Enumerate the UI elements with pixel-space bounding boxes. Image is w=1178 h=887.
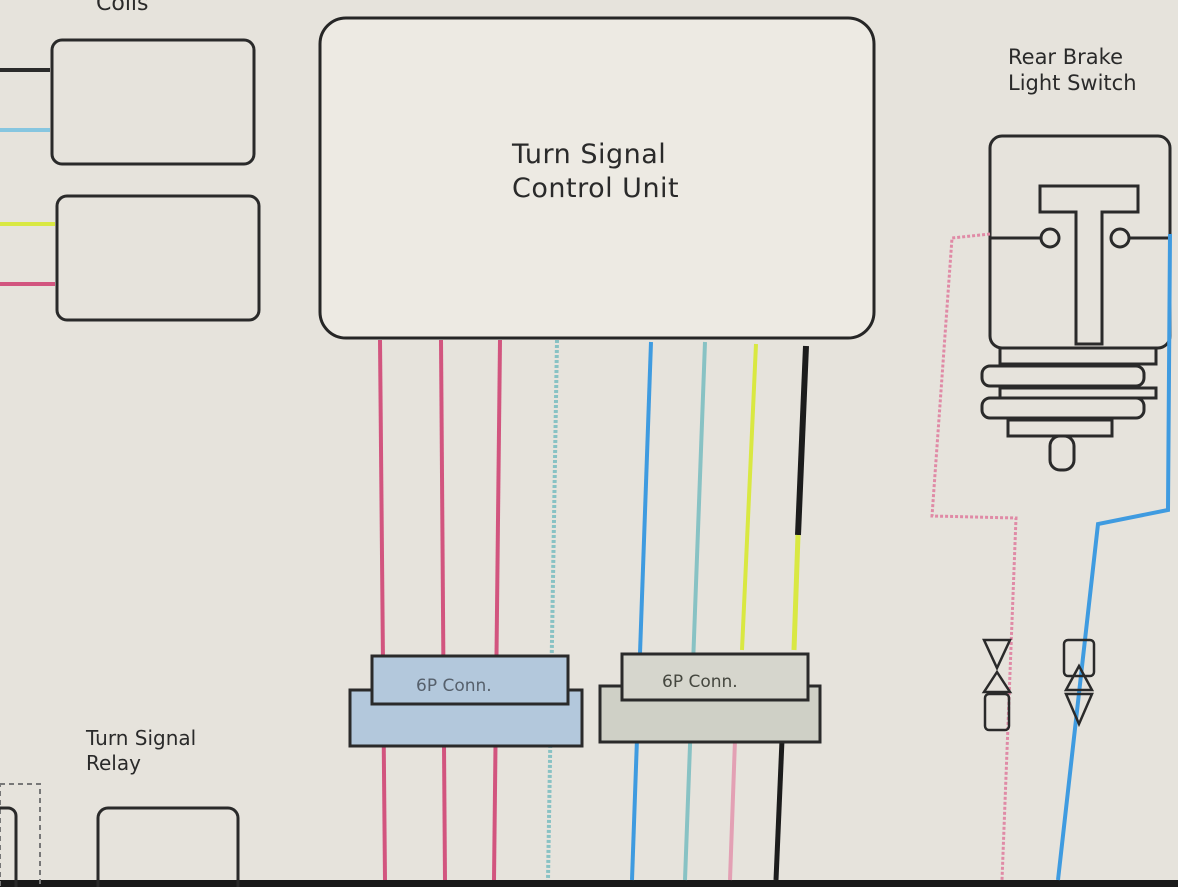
coils-label: Coils: [96, 0, 149, 16]
coil-box-upper: [50, 38, 256, 166]
relay-dashed-outline: [0, 783, 41, 887]
bottom-edge: [0, 880, 1178, 887]
turn-signal-control-unit-box: [318, 16, 876, 340]
wire-black-bottom: [773, 739, 785, 881]
rbls-label-line-2: Light Switch: [1008, 71, 1137, 96]
brake-switch-wires: [930, 232, 1172, 881]
bullet-pink-top: [982, 638, 1012, 671]
connector-left-top: [370, 654, 570, 706]
turn-signal-relay: [0, 783, 240, 887]
wire-yellow-2: [791, 534, 801, 651]
switch-nut-1: [980, 364, 1146, 388]
connector-left-label: 6P Conn.: [416, 676, 492, 696]
switch-t-plunger: [1038, 184, 1140, 346]
tsr-label-line-2: Relay: [86, 751, 141, 775]
wire-blue-brake: [1056, 233, 1172, 881]
wire-black-top: [795, 345, 809, 536]
wire-teal-1: [546, 339, 559, 881]
bullet-blue-mid: [1063, 663, 1095, 692]
coil-lower: [0, 194, 261, 322]
connector-right-label: 6P Conn.: [662, 672, 738, 692]
control-unit-wires: [378, 339, 809, 881]
coil-box-lower: [55, 194, 261, 322]
switch-thread-1: [998, 346, 1158, 366]
bullet-connector-blue: [1062, 638, 1096, 728]
wire-pink-1: [378, 339, 387, 881]
wire-pink-under-conn: [728, 739, 737, 881]
switch-stem: [1048, 434, 1076, 472]
wire-pink-brake: [930, 232, 1018, 881]
turn-signal-relay-label: Turn Signal Relay: [86, 726, 196, 776]
switch-nut-2: [980, 396, 1146, 420]
tscu-label-line-2: Control Unit: [512, 172, 680, 204]
tscu-label-line-1: Turn Signal: [512, 139, 667, 170]
connector-left: [348, 654, 584, 748]
wire-blue: [630, 341, 653, 881]
bullet-pink-mid: [981, 669, 1013, 694]
relay-side-box: [0, 806, 18, 887]
turn-signal-control-unit-label: Turn Signal Control Unit: [512, 138, 679, 206]
wire-teal-2: [683, 341, 707, 881]
rbls-label-line-1: Rear Brake: [1008, 45, 1123, 69]
bullet-blue-bottom: [1064, 692, 1094, 728]
coil-upper: [0, 38, 256, 166]
wire-yellow-1: [740, 343, 758, 651]
rear-brake-light-switch: [980, 134, 1172, 472]
bullet-connector-pink: [981, 638, 1013, 732]
tsr-label-line-1: Turn Signal: [86, 726, 197, 750]
wire-pink-3: [492, 339, 502, 881]
relay-box: [96, 806, 240, 887]
connector-right-top: [620, 652, 810, 702]
rear-brake-light-switch-label: Rear Brake Light Switch: [1008, 44, 1137, 97]
connector-right: [598, 652, 822, 744]
wire-pink-2: [439, 339, 447, 881]
bullet-pink-sleeve: [983, 692, 1011, 732]
bullet-blue-sleeve: [1062, 638, 1096, 678]
